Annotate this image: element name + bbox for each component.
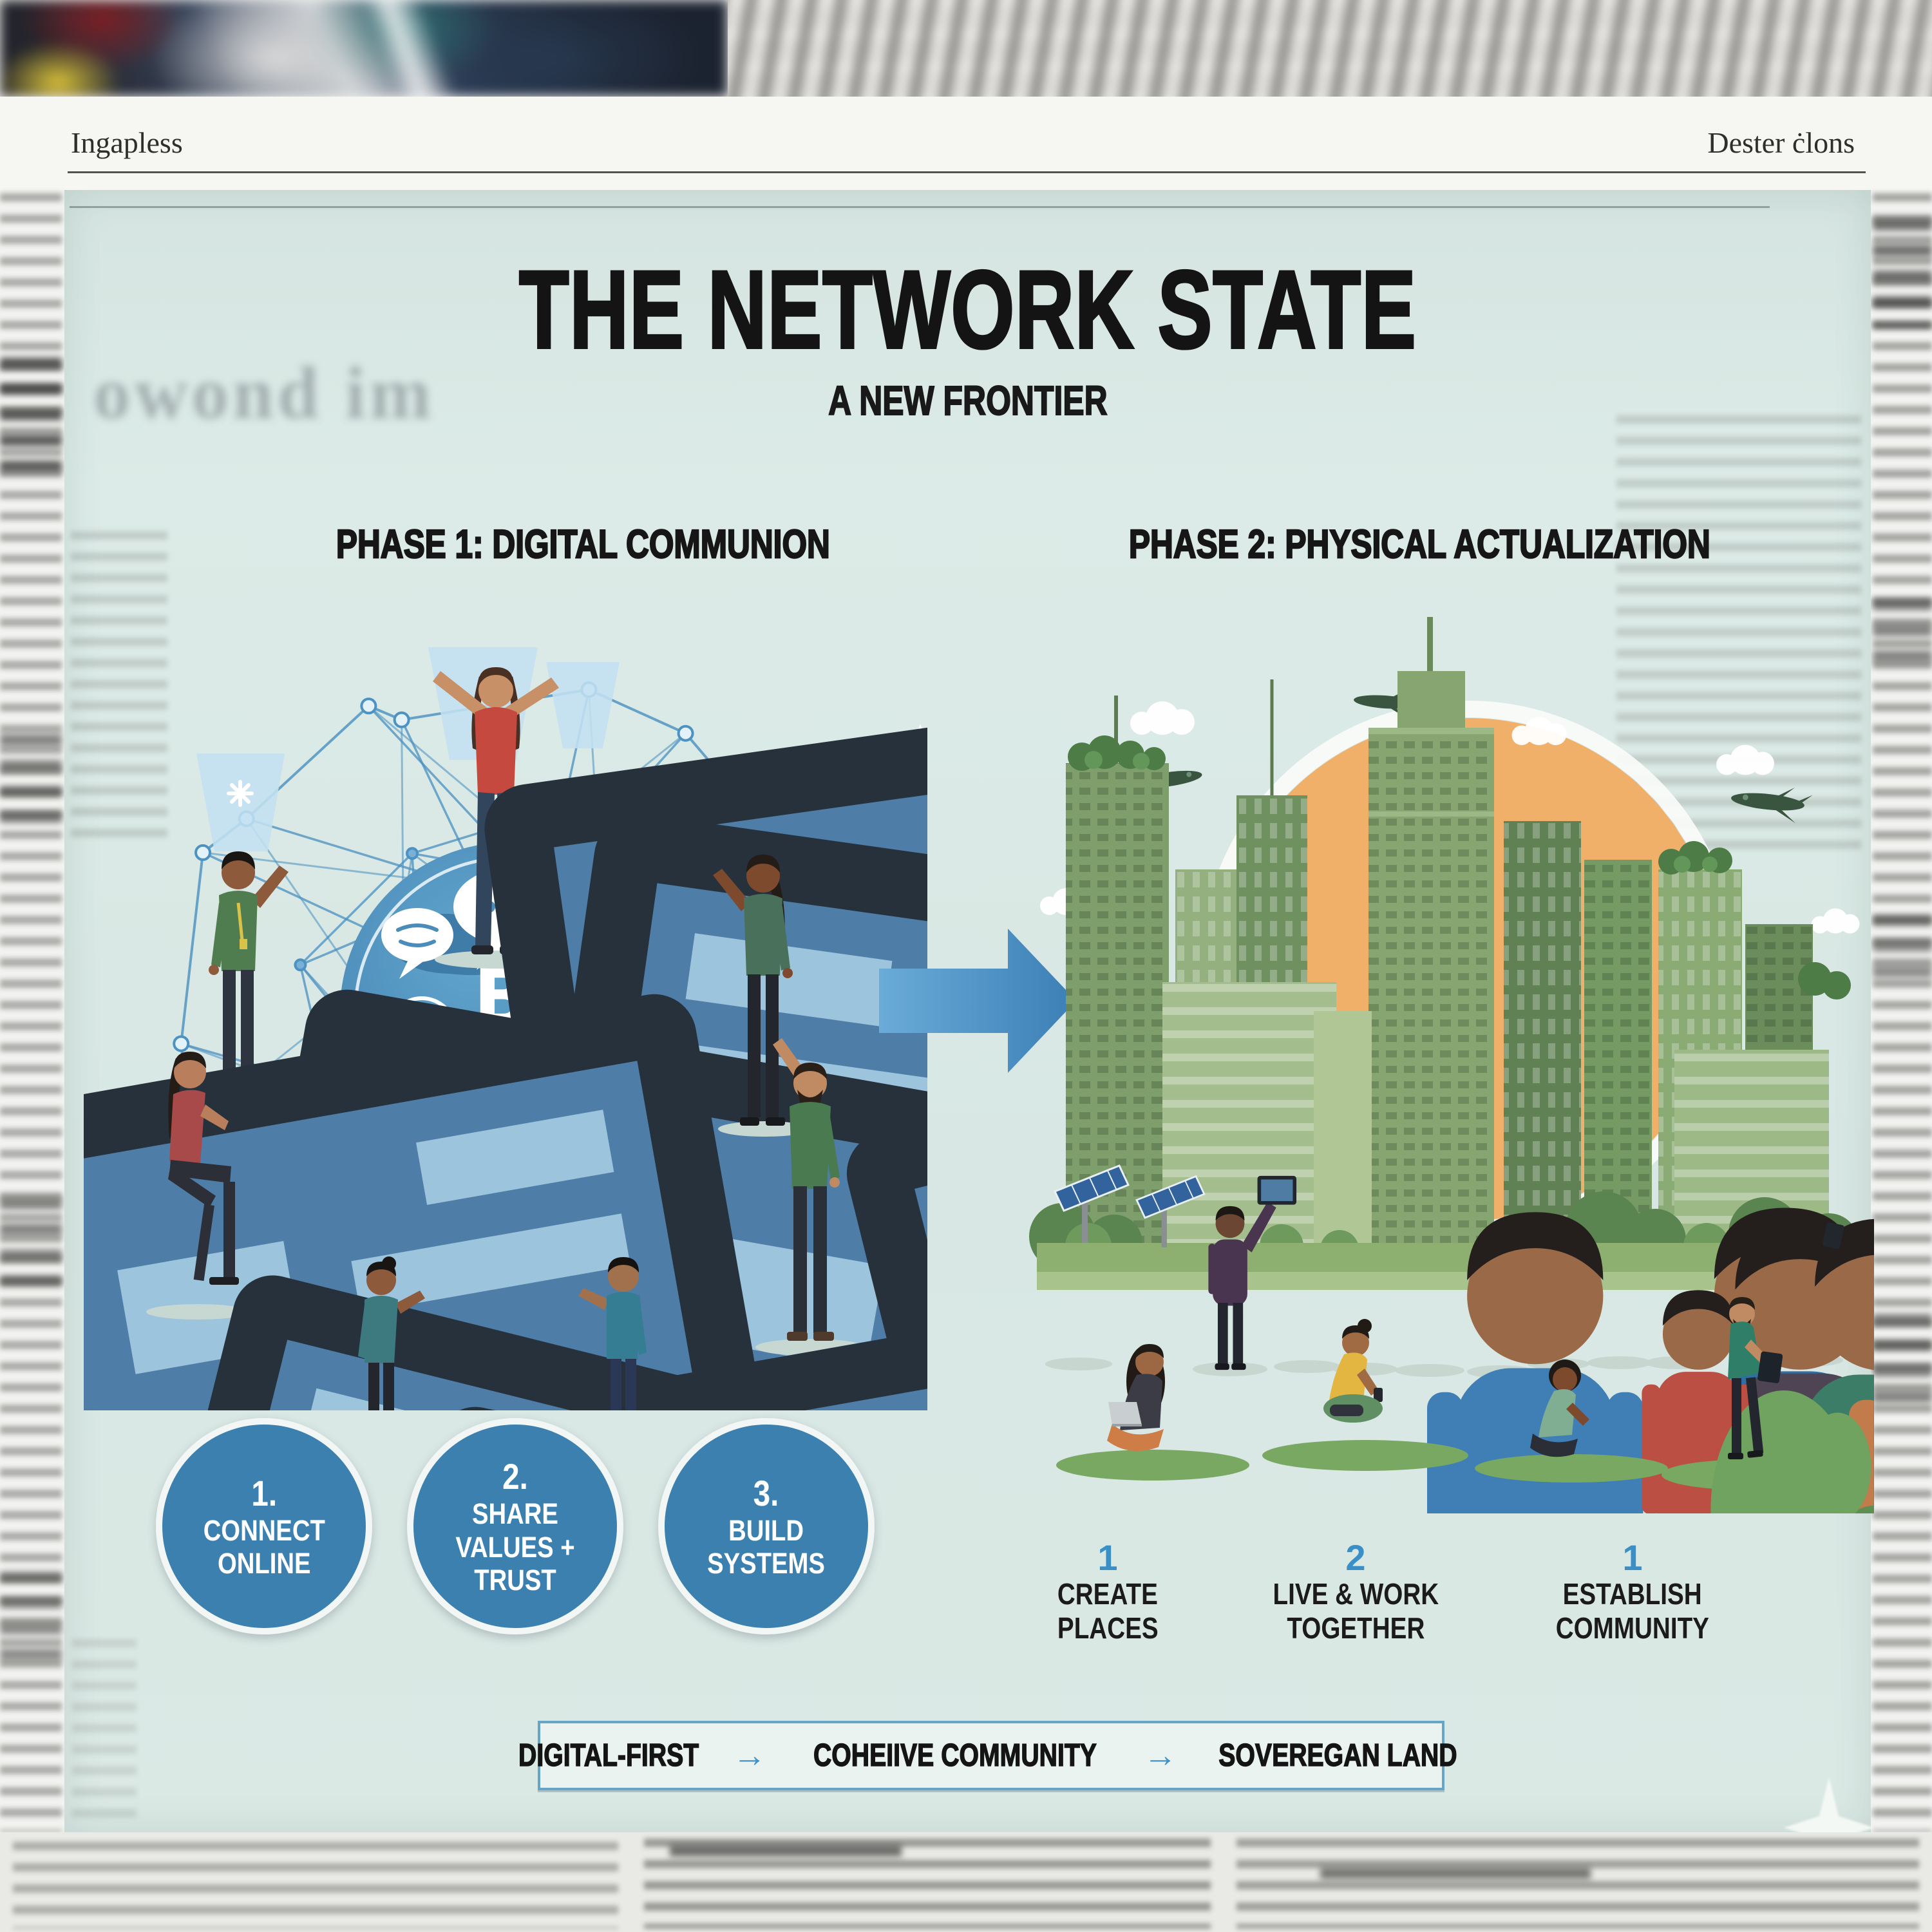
phase1-heading: PHASE 1: DIGITAL COMMUNION	[335, 522, 830, 568]
step-number: 2	[1345, 1537, 1366, 1578]
person-illustration	[1823, 1222, 1844, 1249]
page-title: THE NETWORK STATE	[518, 248, 1417, 372]
newspaper-photo-strip	[0, 0, 728, 97]
masthead-left: Ingapless	[71, 126, 183, 159]
masthead-band	[0, 97, 1932, 190]
phase1-step-circle-3: 3. BUILD SYSTEMS	[658, 1418, 875, 1634]
person-illustration	[433, 667, 927, 1410]
person-illustration	[1530, 1359, 1874, 1513]
person-illustration	[1728, 1297, 1783, 1459]
infographic-panel: owond im THE NETWORK STATE A NEW FRONTIE…	[64, 190, 1874, 1832]
phase2-illustration	[1029, 617, 1874, 1513]
person-illustration	[1107, 1344, 1165, 1452]
flow-item: COHEIIVE COMMUNITY	[813, 1738, 1097, 1774]
step-label: SHARE	[472, 1497, 558, 1531]
phase1-step-circle-1: 1. CONNECT ONLINE	[156, 1418, 372, 1634]
phase2-step-2: 2 LIVE & WORK TOGETHER	[1233, 1539, 1478, 1646]
step-label: ONLINE	[217, 1547, 311, 1580]
phase2-step-1: 1 CREATE PLACES	[985, 1539, 1230, 1646]
step-label: SYSTEMS	[707, 1547, 826, 1580]
snowflake-icon	[227, 780, 254, 807]
newsprint-right-column	[1873, 193, 1932, 1832]
speech-bubble-icon	[381, 908, 453, 979]
newsprint-left-headline	[0, 1198, 62, 1301]
ghost-newsprint-column	[72, 1639, 137, 1819]
step-number: 3.	[753, 1472, 779, 1513]
newsprint-texture-top	[728, 0, 1932, 97]
step-number: 1	[1622, 1537, 1643, 1578]
person-illustration	[84, 855, 831, 1410]
ghost-newsprint-column	[71, 531, 167, 840]
step-label: PLACES	[1057, 1611, 1159, 1645]
arrow-right-icon: →	[732, 1737, 766, 1774]
flow-banner: DIGITAL-FIRST → COHEIIVE COMMUNITY → SOV…	[518, 1721, 1457, 1790]
step-number: 2.	[502, 1455, 528, 1497]
garden-illustration	[1056, 1297, 1874, 1513]
person-illustration	[1208, 1175, 1297, 1370]
flow-item: SOVEREGAN LAND	[1218, 1738, 1457, 1774]
ghost-newsprint-headline: owond im	[93, 352, 435, 434]
masthead-right: Dester ċlons	[1707, 126, 1855, 159]
phase2-heading: PHASE 2: PHYSICAL ACTUALIZATION	[1128, 522, 1711, 568]
newsprint-right-headline	[1873, 219, 1932, 328]
person-illustration	[1323, 1319, 1383, 1423]
newsprint-bottom-headline	[1320, 1868, 1591, 1891]
step-label: ESTABLISH	[1562, 1577, 1703, 1611]
flow-item: DIGITAL-FIRST	[518, 1738, 699, 1774]
phase1-step-circle-2: 2. SHARE VALUES + TRUST	[407, 1418, 623, 1634]
newsprint-right-headline	[1873, 1314, 1932, 1404]
masthead-rule	[68, 171, 1866, 173]
step-label: TOGETHER	[1287, 1611, 1425, 1645]
newsprint-bottom-headline	[670, 1845, 902, 1871]
newsprint-left-headline	[0, 357, 62, 480]
newsprint-bottom-column	[13, 1842, 618, 1929]
sparkle-icon	[1784, 1777, 1874, 1878]
phase1-illustration: B	[84, 647, 927, 1410]
person-illustration	[578, 1257, 927, 1410]
newsprint-left-headline	[0, 1571, 62, 1668]
arrow-right-icon: →	[1143, 1737, 1177, 1774]
newsprint-left-headline	[0, 734, 62, 824]
step-label: CREATE	[1057, 1577, 1159, 1611]
solar-panel-illustration	[1053, 1164, 1206, 1247]
step-number: 1	[1097, 1537, 1118, 1578]
person-illustration	[84, 1052, 927, 1410]
step-number: 1.	[251, 1472, 277, 1513]
person-illustration	[300, 1256, 927, 1410]
step-label: LIVE & WORK	[1273, 1577, 1439, 1611]
step-label: VALUES +	[455, 1530, 575, 1564]
step-label: COMMUNITY	[1555, 1611, 1710, 1645]
step-label: BUILD	[728, 1513, 804, 1547]
step-label: TRUST	[474, 1563, 556, 1596]
panel-top-rule	[70, 206, 1770, 208]
newsprint-right-headline	[1873, 599, 1932, 676]
phase-transition-arrow-icon	[879, 929, 1076, 1073]
page-subtitle: A NEW FRONTIER	[828, 377, 1108, 424]
newsprint-right-headline	[1873, 914, 1932, 992]
phase2-step-3: 1 ESTABLISH COMMUNITY	[1510, 1539, 1755, 1646]
step-label: CONNECT	[203, 1513, 325, 1547]
photo-highlight	[193, 0, 644, 97]
crowd-illustration	[1045, 1175, 1874, 1513]
